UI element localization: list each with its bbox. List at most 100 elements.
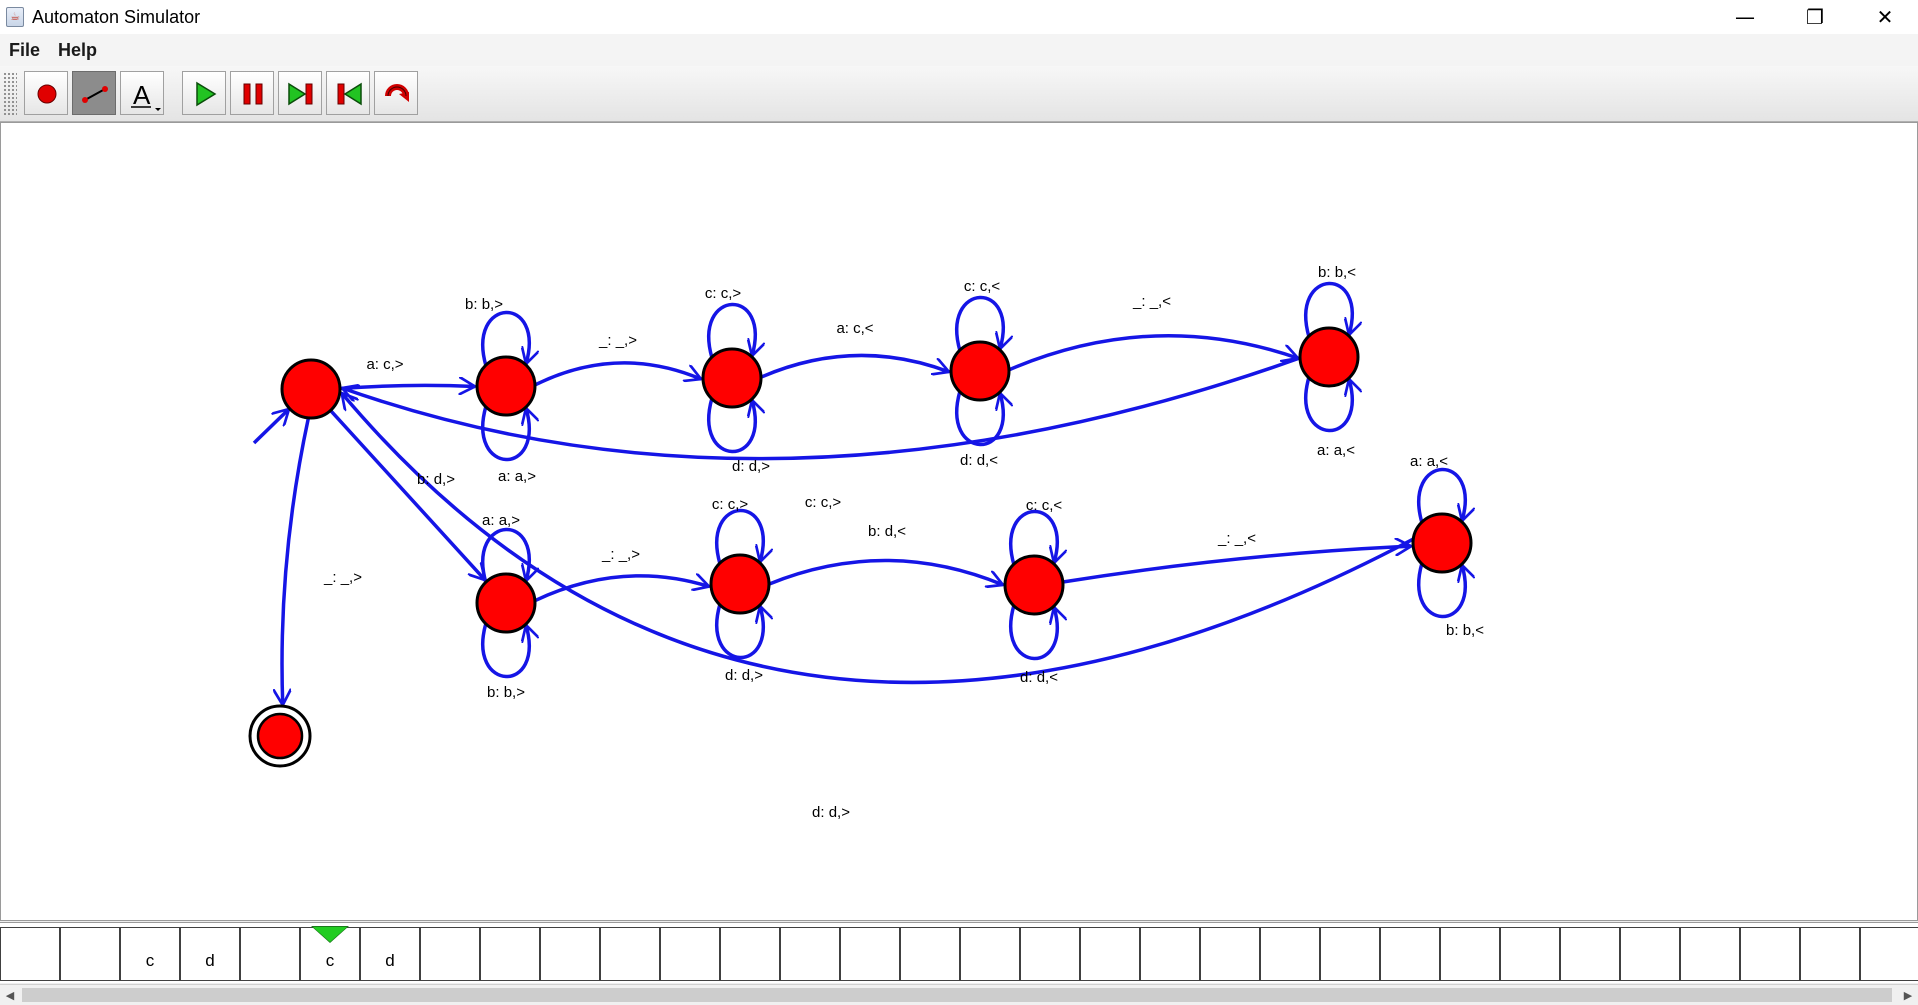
tape-cell[interactable]: [840, 927, 900, 981]
automaton-canvas[interactable]: a: c,>b: b,>a: a,>_: _,>c: c,>d: d,>a: c…: [0, 122, 1918, 921]
pause-button[interactable]: [230, 71, 274, 115]
transition-arrow: [481, 310, 529, 366]
tape-cell[interactable]: [1320, 927, 1380, 981]
transition-labels: a: c,>b: b,>a: a,>_: _,>c: c,>d: d,>a: c…: [323, 264, 1484, 821]
java-app-icon: ☕: [6, 7, 24, 27]
transition-label: b: d,>: [417, 471, 455, 488]
tape-cell[interactable]: [1080, 927, 1140, 981]
tape-cell[interactable]: [240, 927, 300, 981]
transition-arrow: [1304, 377, 1352, 433]
tape-cell[interactable]: [1800, 927, 1860, 981]
tape-cell[interactable]: [480, 927, 540, 981]
toolbar: A: [0, 66, 1918, 122]
transition-arrow: [342, 393, 1415, 685]
transition-label: d: d,>: [725, 667, 763, 684]
transition-label: a: c,>: [366, 356, 403, 373]
text-tool[interactable]: A: [120, 71, 164, 115]
add-state-tool[interactable]: [24, 71, 68, 115]
add-transition-tool[interactable]: [72, 71, 116, 115]
menu-file[interactable]: File: [9, 40, 41, 60]
transition-label: b: b,>: [487, 684, 525, 701]
transition-arrow: [481, 623, 529, 679]
tape-cell[interactable]: [420, 927, 480, 981]
transition-label: _: _,>: [601, 546, 640, 563]
tape-cell[interactable]: [1140, 927, 1200, 981]
run-button[interactable]: [182, 71, 226, 115]
transition-arrow: [1417, 467, 1465, 523]
transition-label: b: b,>: [465, 296, 503, 313]
transition-arrow: [715, 508, 763, 564]
tape-cell[interactable]: [1860, 927, 1918, 981]
window-title: Automaton Simulator: [32, 7, 201, 27]
transition-arrow: [760, 353, 949, 379]
tape-cell[interactable]: [720, 927, 780, 981]
tape-cell[interactable]: [60, 927, 120, 981]
transition-label: a: a,<: [1410, 453, 1448, 470]
scroll-left-arrow-icon[interactable]: ◀: [5, 989, 15, 1002]
transition-label: d: d,>: [812, 804, 850, 821]
transition-arrow: [955, 295, 1003, 351]
maximize-button[interactable]: ❐: [1806, 5, 1824, 29]
transition-arrow: [707, 398, 755, 454]
transition-arrow: [715, 604, 763, 660]
reset-button[interactable]: [374, 71, 418, 115]
tape-cell[interactable]: [1200, 927, 1260, 981]
tape-head-icon: [313, 927, 347, 942]
tape-cell[interactable]: [1740, 927, 1800, 981]
tape-cell[interactable]: d: [180, 927, 240, 981]
automaton-graph[interactable]: a: c,>b: b,>a: a,>_: _,>c: c,>d: d,>a: c…: [1, 123, 1917, 920]
tape-cell[interactable]: [1620, 927, 1680, 981]
menu-help[interactable]: Help: [58, 40, 98, 60]
transition-arrow: [534, 361, 701, 387]
tape-cell[interactable]: [660, 927, 720, 981]
toolbar-grip[interactable]: [3, 72, 17, 116]
title-bar[interactable]: ☕ Automaton Simulator — ❐ ✕: [0, 0, 1918, 34]
tape-cell[interactable]: [600, 927, 660, 981]
tape-cell[interactable]: [1020, 927, 1080, 981]
step-button[interactable]: [278, 71, 322, 115]
transition-label: b: b,<: [1446, 622, 1484, 639]
transition-label: d: d,>: [732, 458, 770, 475]
transition-arrow: [481, 527, 529, 583]
tape-cell[interactable]: [780, 927, 840, 981]
minimize-button[interactable]: —: [1735, 5, 1755, 29]
menu-bar: File Help: [0, 34, 1918, 66]
red-circle-icon: [37, 84, 57, 104]
transition-arrow: [534, 576, 709, 603]
tape-cell[interactable]: [1680, 927, 1740, 981]
transition-arrow: [329, 409, 486, 580]
tape-cell[interactable]: [900, 927, 960, 981]
transition-arrow: [955, 391, 1003, 447]
transition-arrow: [768, 558, 1003, 584]
transition-label: c: c,>: [805, 494, 842, 511]
scroll-right-arrow-icon[interactable]: ▶: [1903, 989, 1913, 1002]
transition-label: a: a,>: [498, 468, 536, 485]
scrollbar-thumb[interactable]: [22, 988, 1892, 1002]
tape-cell[interactable]: [540, 927, 600, 981]
state-node: [949, 340, 1011, 402]
transition-label: d: d,<: [1020, 669, 1058, 686]
transition-label: c: c,<: [964, 278, 1001, 295]
close-button[interactable]: ✕: [1876, 5, 1894, 29]
text-tool-glyph: A: [133, 80, 151, 110]
tape-cell[interactable]: [960, 927, 1020, 981]
tape-cell[interactable]: c: [120, 927, 180, 981]
tape-cell[interactable]: d: [360, 927, 420, 981]
tape-cell[interactable]: [1260, 927, 1320, 981]
state-node: [701, 347, 763, 409]
rewind-button[interactable]: [326, 71, 370, 115]
tape-cell[interactable]: [1560, 927, 1620, 981]
tape-cell[interactable]: [0, 927, 60, 981]
tape-cell[interactable]: [1440, 927, 1500, 981]
tape-cell[interactable]: [1500, 927, 1560, 981]
state-node: [1411, 512, 1473, 574]
transition-arrow: [1008, 333, 1298, 372]
transition-label: a: a,>: [482, 512, 520, 529]
state-node: [709, 553, 771, 615]
horizontal-scrollbar[interactable]: ◀ ▶: [0, 984, 1918, 1005]
accepting-state-node: [256, 712, 304, 760]
tape-cell[interactable]: [1380, 927, 1440, 981]
state-nodes: [248, 326, 1473, 768]
